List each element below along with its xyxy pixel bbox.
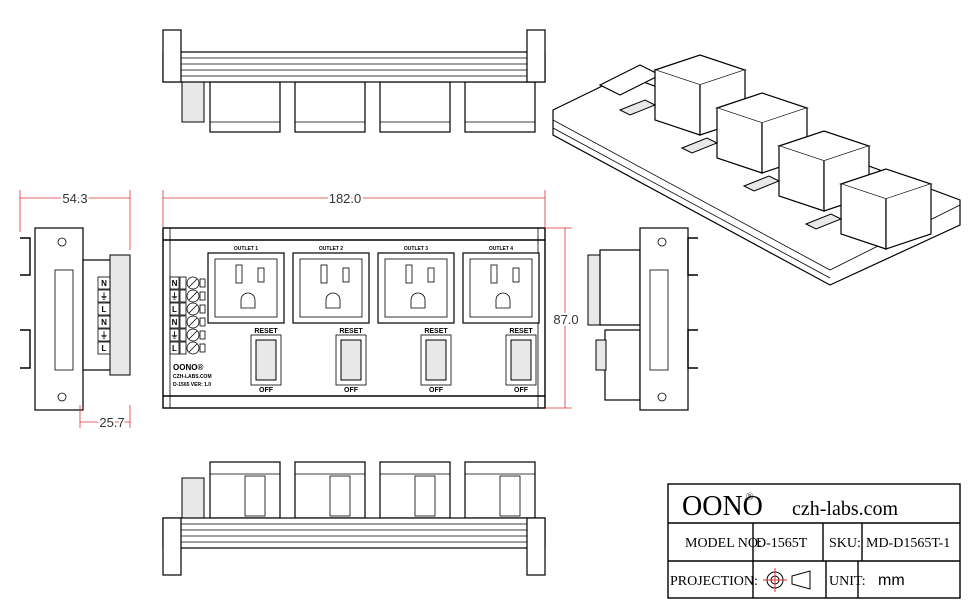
outlet-label: OUTLET 4 (489, 246, 513, 252)
projection-symbol-icon (763, 568, 811, 592)
side-terminal-label: L (102, 305, 107, 314)
side-terminal-label: N (101, 279, 107, 288)
reset-label: RESET (339, 328, 363, 335)
reset-label: RESET (424, 328, 448, 335)
outlet-body (209, 81, 281, 133)
sku-value: MD-D1565T-1 (866, 536, 950, 551)
iso-outlet-1 (618, 54, 747, 136)
left-side-view: N⏚LN⏚L (20, 227, 131, 411)
front-view: N⏚LN⏚L OONO® CZH-LABS.COM D-1565 VER: 1.… (162, 227, 546, 409)
terminal-label: N (172, 279, 178, 288)
dimension-rail-offset: 25.7 (79, 405, 131, 432)
outlet-body (464, 81, 536, 133)
outlet-body (294, 81, 366, 133)
receptacle-icon (320, 264, 350, 309)
terminal-screw[interactable] (186, 341, 200, 355)
side-terminal-label: ⏚ (100, 331, 108, 340)
reset-label: RESET (254, 328, 278, 335)
title-block: OONO ® czh-labs.com MODEL NO: D-1565T SK… (667, 483, 961, 599)
title-website: czh-labs.com (792, 498, 899, 520)
receptacle-icon (405, 264, 435, 309)
unit-value: mm (878, 572, 905, 589)
right-side-view (587, 227, 698, 411)
outlet-housing (292, 252, 370, 324)
sku-label: SKU: (829, 536, 861, 551)
model-value: D-1565T (756, 536, 808, 551)
iso-outlet-2 (680, 92, 809, 174)
title-brand-mark: ® (746, 492, 754, 503)
outlet-4: OUTLET 4 RESET OFF (462, 246, 540, 394)
breaker-switch[interactable] (510, 339, 532, 381)
terminal-label: L (172, 344, 177, 353)
side-terminal-label: N (101, 318, 107, 327)
dimension-height-label: 87.0 (553, 312, 578, 327)
terminal-label: ⏚ (171, 331, 179, 340)
unit-label: UNIT: (829, 574, 866, 589)
isometric-view (552, 54, 961, 286)
iso-outlet-4 (804, 168, 933, 250)
terminal-screw[interactable] (186, 328, 200, 342)
dimension-height: 87.0 (545, 227, 581, 409)
side-terminal-label: L (102, 344, 107, 353)
outlet-housing (462, 252, 540, 324)
outlet-2: OUTLET 2 RESET OFF (292, 246, 370, 394)
terminal-block: N⏚LN⏚L (169, 276, 206, 355)
terminal-label: ⏚ (171, 292, 179, 301)
outlet-label: OUTLET 2 (319, 246, 343, 252)
terminal-screw[interactable] (186, 276, 200, 290)
terminal-screw[interactable] (186, 315, 200, 329)
outlet-body (379, 81, 451, 133)
reset-label: RESET (509, 328, 533, 335)
outlet-housing (377, 252, 455, 324)
receptacle-icon (490, 264, 520, 309)
dimension-length-label: 182.0 (329, 191, 362, 206)
breaker-switch[interactable] (255, 339, 277, 381)
model-label: MODEL NO: (685, 536, 762, 551)
breaker-switch[interactable] (425, 339, 447, 381)
terminal-label: L (172, 305, 177, 314)
outlet-housing (207, 252, 285, 324)
outlet-label: OUTLET 3 (404, 246, 428, 252)
receptacle-icon (235, 264, 265, 309)
outlet-label: OUTLET 1 (234, 246, 258, 252)
outlet-3: OUTLET 3 RESET OFF (377, 246, 455, 394)
off-label: OFF (259, 387, 274, 394)
dimension-length: 182.0 (162, 189, 546, 228)
side-terminal-label: ⏚ (100, 292, 108, 301)
outlet-1: OUTLET 1 RESET OFF (207, 246, 285, 394)
off-label: OFF (429, 387, 444, 394)
projection-label: PROJECTION: (670, 574, 758, 589)
breaker-switch[interactable] (340, 339, 362, 381)
front-model-version: D-1565 VER: 1.0 (173, 382, 211, 388)
terminal-screw[interactable] (186, 289, 200, 303)
front-website: CZH-LABS.COM (173, 374, 212, 380)
off-label: OFF (514, 387, 529, 394)
top-view (162, 29, 546, 133)
front-brand-logo: OONO® (173, 363, 203, 372)
dimension-rail-offset-label: 25.7 (99, 415, 124, 430)
dimension-depth: 54.3 (19, 189, 131, 250)
title-brand: OONO (682, 491, 763, 522)
terminal-screw[interactable] (186, 302, 200, 316)
off-label: OFF (344, 387, 359, 394)
dimension-depth-label: 54.3 (62, 191, 87, 206)
bottom-view (162, 461, 546, 576)
terminal-label: N (172, 318, 178, 327)
